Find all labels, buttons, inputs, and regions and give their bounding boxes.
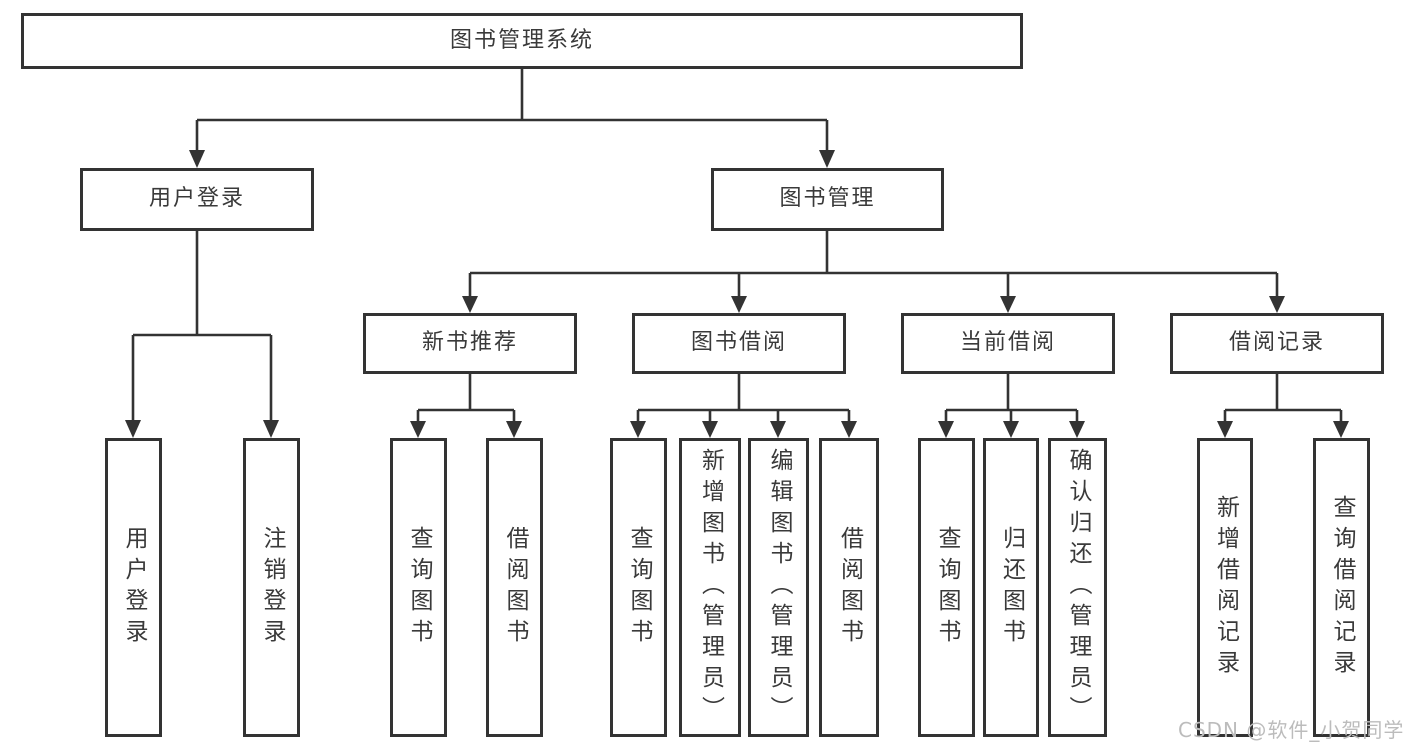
watermark: CSDN @软件_小贺同学 [1178, 718, 1405, 742]
node-leaf-add-borrow-record: 新增借阅记录 [1197, 438, 1253, 737]
node-library-system: 图书管理系统 [21, 13, 1023, 69]
node-borrow-records: 借阅记录 [1170, 313, 1384, 374]
node-leaf-query-books-2: 查询图书 [610, 438, 667, 737]
node-leaf-add-book-admin: 新增图书（管理员） [679, 438, 741, 737]
node-leaf-query-books-1: 查询图书 [390, 438, 447, 737]
node-book-management: 图书管理 [711, 168, 944, 231]
node-new-book-recommend: 新书推荐 [363, 313, 577, 374]
node-user-login: 用户登录 [80, 168, 314, 231]
node-leaf-query-books-3: 查询图书 [918, 438, 975, 737]
node-leaf-edit-book-admin: 编辑图书（管理员） [748, 438, 809, 737]
node-current-borrowing: 当前借阅 [901, 313, 1115, 374]
node-leaf-borrow-books-1: 借阅图书 [486, 438, 543, 737]
node-leaf-borrow-books-2: 借阅图书 [819, 438, 879, 737]
node-leaf-confirm-return-admin: 确认归还（管理员） [1048, 438, 1107, 737]
node-book-borrowing: 图书借阅 [632, 313, 846, 374]
node-leaf-logout: 注销登录 [243, 438, 300, 737]
node-leaf-return-books: 归还图书 [983, 438, 1039, 737]
node-leaf-user-login: 用户登录 [105, 438, 162, 737]
node-leaf-query-borrow-record: 查询借阅记录 [1313, 438, 1370, 737]
